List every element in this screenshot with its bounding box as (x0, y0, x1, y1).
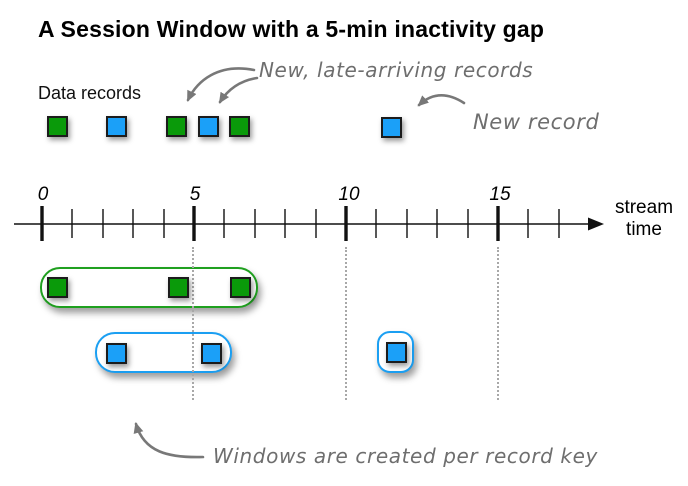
data-records-label: Data records (38, 83, 142, 103)
diagram-title: A Session Window with a 5-min inactivity… (38, 16, 545, 42)
record-square-blue-new (381, 117, 402, 138)
windowed-record-blue (201, 343, 222, 364)
windowed-record-blue (386, 342, 407, 363)
new-record-annotation: New record (473, 110, 600, 134)
late-records-annotation: New, late-arriving records (259, 58, 534, 82)
late-records-arrow-right-icon (218, 76, 259, 104)
session-window-green (40, 267, 258, 308)
axis-tick-label-15: 15 (489, 184, 511, 205)
per-key-arrow-icon (133, 422, 205, 459)
record-square-green (47, 116, 68, 137)
axis-tick-label-5: 5 (189, 184, 201, 205)
axis-unit-line2: time (626, 219, 662, 241)
record-square-blue (106, 116, 127, 137)
per-key-annotation: Windows are created per record key (213, 444, 598, 468)
axis-arrowhead-icon (588, 217, 604, 231)
windowed-record-green (47, 277, 68, 298)
guide-line-10 (345, 247, 347, 400)
windowed-record-green (230, 277, 251, 298)
axis-tick-label-0: 0 (37, 184, 49, 205)
windowed-record-blue (106, 343, 127, 364)
new-record-arrow-icon (417, 94, 466, 107)
axis-unit-label: stream time (606, 197, 682, 242)
late-records-arrow-left-icon (186, 67, 256, 102)
minor-ticks (71, 209, 560, 238)
record-square-blue-late (198, 116, 219, 137)
axis-tick-label-10: 10 (338, 184, 360, 205)
record-square-green (229, 116, 250, 137)
record-square-green-late (166, 116, 187, 137)
axis-unit-line1: stream (614, 197, 674, 218)
guide-line-5 (192, 247, 194, 400)
windowed-record-green (168, 277, 189, 298)
time-axis (14, 206, 604, 241)
guide-line-15 (497, 247, 499, 400)
